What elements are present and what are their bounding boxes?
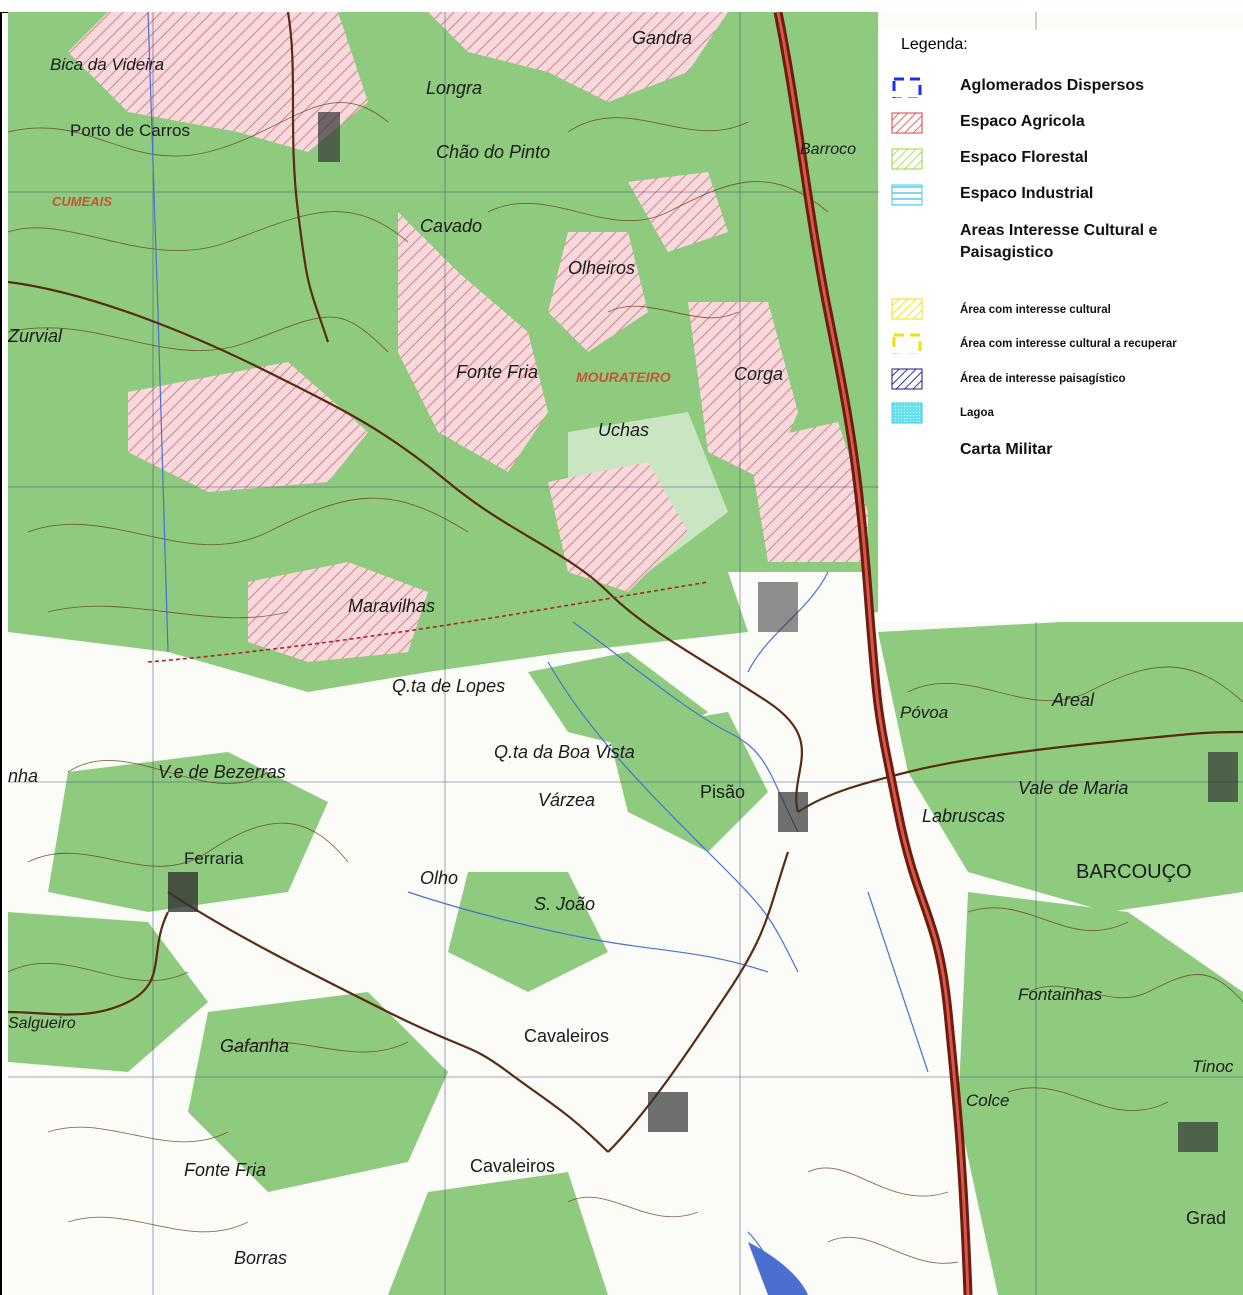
place-label: Pisão (700, 782, 745, 802)
place-label: Maravilhas (348, 596, 435, 616)
legend-label-florestal: Espaco Florestal (960, 149, 1089, 166)
place-labels: Bica da Videira Porto de Carros CUMEAIS … (8, 28, 1234, 1268)
place-label: Borras (234, 1248, 287, 1268)
place-label: Q.ta da Boa Vista (494, 742, 635, 762)
legend-label-agricola: Espaco Agricola (960, 113, 1085, 130)
place-label: Cavaleiros (470, 1156, 555, 1176)
dashed-yellow-box-icon (892, 333, 922, 354)
place-label: MOURATEIRO (576, 369, 671, 385)
place-label: V.e de Bezerras (158, 762, 286, 782)
place-label: Olheiros (568, 258, 635, 278)
municipal-roads (147, 581, 709, 663)
place-label: Areal (1051, 690, 1095, 710)
place-label: Grad (1186, 1208, 1226, 1228)
place-label: Gafanha (220, 1036, 289, 1056)
yellow-hatch-icon (891, 298, 923, 320)
place-label: Longra (426, 78, 482, 98)
place-label: Zurvial (8, 326, 63, 346)
place-label: Uchas (598, 420, 649, 440)
place-label: Colce (966, 1091, 1009, 1110)
place-label: Corga (734, 364, 783, 384)
place-label: nha (8, 766, 38, 786)
legend-label-carta-militar: Carta Militar (960, 441, 1053, 458)
place-label: Q.ta de Lopes (392, 676, 505, 696)
settlement-clusters (168, 112, 1238, 1152)
place-label: Barroco (800, 141, 856, 158)
motorway-a1-center (776, 12, 970, 1295)
topographic-map[interactable]: Bica da Videira Porto de Carros CUMEAIS … (8, 12, 1243, 1295)
legend-title: Legenda: (901, 36, 968, 53)
place-label: Póvoa (900, 703, 948, 722)
cyan-dot-icon (891, 402, 923, 424)
map-legend: Legenda: Aglomerados Dispersos Espaco Ag… (879, 30, 1243, 622)
legend-label-cultural-recuperar: Área com interesse cultural a recuperar (960, 338, 1177, 350)
red-hatch-icon (891, 112, 923, 134)
place-label: BARCOUÇO (1076, 861, 1192, 883)
place-label: Cavado (420, 216, 482, 236)
place-label: Olho (420, 868, 458, 888)
reservoir (748, 1242, 808, 1295)
place-label: Porto de Carros (70, 121, 190, 140)
legend-label-paisagistico: Área de interesse paisagístico (960, 373, 1126, 385)
map-grid (8, 12, 1243, 1295)
place-label: Chão do Pinto (436, 142, 550, 162)
contour-lines (8, 102, 1243, 1264)
place-label: Salgueiro (8, 1015, 76, 1032)
place-label: Fonte Fria (184, 1160, 266, 1180)
streams (147, 12, 929, 1295)
green-hatch-icon (891, 148, 923, 170)
place-label: Várzea (538, 790, 595, 810)
legend-label-lagoa: Lagoa (960, 407, 994, 419)
place-label: Gandra (632, 28, 692, 48)
legend-label-cultural: Área com interesse cultural (960, 304, 1111, 316)
navy-hatch-icon (891, 368, 923, 390)
place-label: Fontainhas (1018, 985, 1103, 1004)
place-label: Cavaleiros (524, 1026, 609, 1046)
place-label: Ferraria (184, 849, 244, 868)
cyan-lines-icon (891, 184, 923, 206)
secondary-roads (8, 12, 1243, 1153)
place-label: Fonte Fria (456, 362, 538, 382)
place-label: Tinoc (1192, 1057, 1234, 1076)
legend-section-heading: Areas Interesse Cultural e Paisagistico (960, 222, 1158, 261)
place-label: S. João (534, 894, 595, 914)
place-label: Labruscas (922, 806, 1005, 826)
dashed-blue-box-icon (892, 77, 922, 98)
place-label: Bica da Videira (50, 55, 164, 74)
legend-label-industrial: Espaco Industrial (960, 185, 1094, 202)
place-label: Vale de Maria (1018, 778, 1128, 798)
legend-label-aglomerados: Aglomerados Dispersos (960, 77, 1145, 94)
place-label: CUMEAIS (52, 194, 112, 209)
